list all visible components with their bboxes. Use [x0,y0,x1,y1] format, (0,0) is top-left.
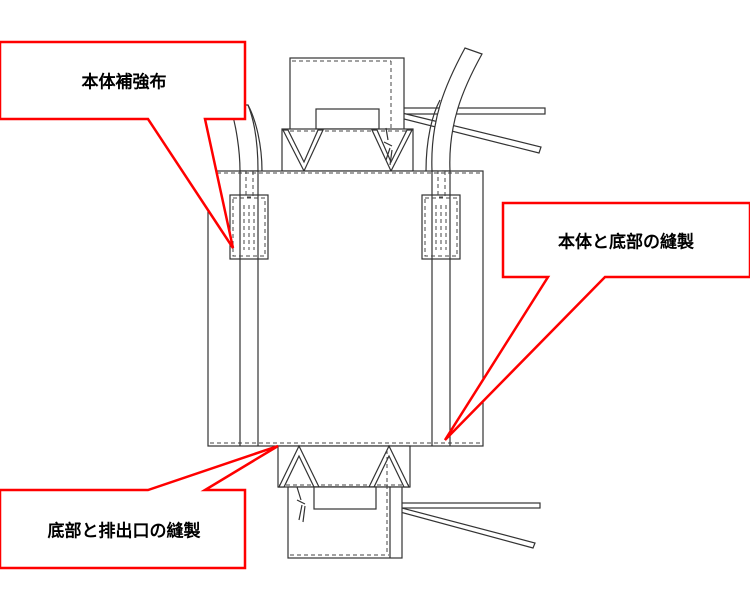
left-reinforcement-patch [229,170,269,260]
bag-body [207,170,484,447]
callout-bottom-outlet-seam [0,444,279,570]
callout-reinforcement [0,40,247,249]
label-body-bottom-seam: 本体と底部の縫製 [558,232,694,253]
bottom-outlet-spout [277,444,541,559]
callout-body-bottom-seam [443,201,750,441]
right-lifting-loop [431,47,483,172]
label-reinforcement: 本体補強布 [81,72,167,93]
top-inlet-spout [281,57,414,173]
right-reinforcement-patch [421,170,461,260]
label-bottom-outlet-seam: 底部と排出口の縫製 [47,521,201,542]
top-tie-strap [394,107,546,154]
